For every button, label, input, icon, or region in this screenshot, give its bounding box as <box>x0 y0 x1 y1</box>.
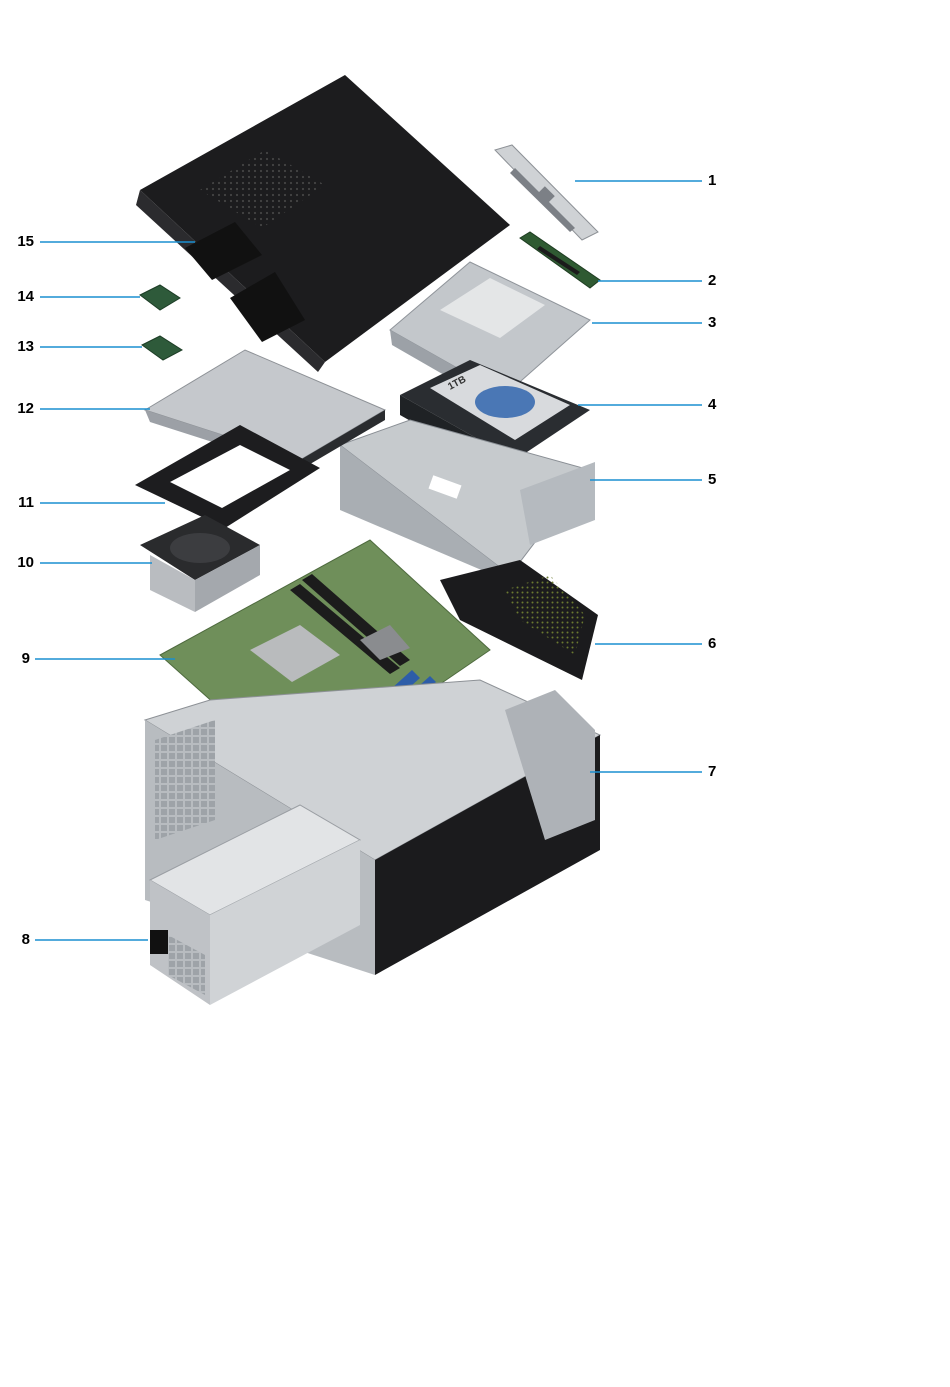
io-bracket <box>495 145 598 240</box>
callout-4: 4 <box>708 396 716 414</box>
ssd-card <box>142 336 182 360</box>
callout-14: 14 <box>0 288 34 306</box>
callout-7: 7 <box>708 763 716 781</box>
callout-2: 2 <box>708 272 716 290</box>
callout-3: 3 <box>708 314 716 332</box>
callout-5: 5 <box>708 471 716 489</box>
callout-10: 10 <box>0 554 34 572</box>
memory-module <box>520 232 600 288</box>
callout-13: 13 <box>0 338 34 356</box>
callout-15: 15 <box>0 233 34 251</box>
wireless-card <box>140 285 180 310</box>
callout-9: 9 <box>0 650 30 668</box>
callout-8: 8 <box>0 931 30 949</box>
cpu-fan-heatsink <box>140 515 260 612</box>
callout-6: 6 <box>708 635 716 653</box>
callout-11: 11 <box>0 494 34 512</box>
callout-1: 1 <box>708 172 716 190</box>
callout-12: 12 <box>0 400 34 418</box>
